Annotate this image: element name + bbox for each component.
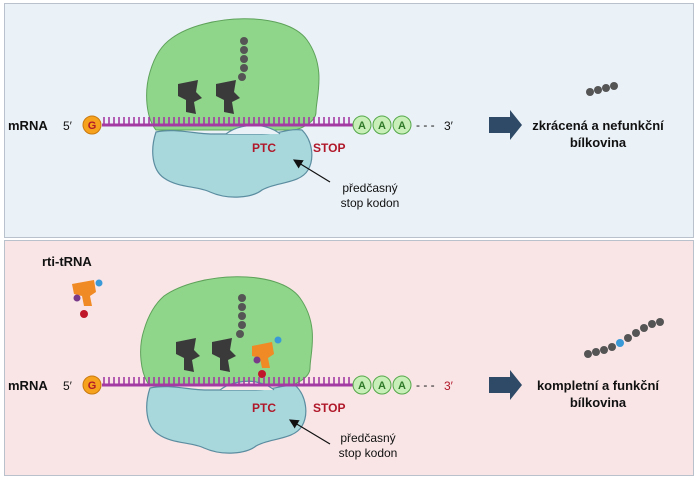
top-result-line2: bílkovina: [570, 135, 627, 150]
bottom-annotation-line1: předčasný: [340, 431, 395, 445]
svg-text:G: G: [88, 120, 97, 132]
top-nascent-peptide: [238, 37, 248, 81]
top-trna-dark-2: [216, 80, 240, 114]
top-ribosome-small-subunit: [152, 124, 313, 198]
bottom-stop-label: STOP: [313, 401, 345, 415]
svg-text:G: G: [88, 380, 97, 392]
top-annotation-line2: stop kodon: [341, 196, 400, 210]
bottom-ribosome-small-subunit: [146, 380, 307, 454]
top-result-line1: zkrácená a nefunkční: [532, 118, 664, 133]
top-annotation-arrow: [292, 159, 331, 183]
bottom-result-line2: bílkovina: [570, 395, 627, 410]
top-three-prime: 3′: [444, 119, 454, 133]
bottom-tail-dashes: - - -: [416, 378, 435, 392]
top-five-prime: 5′: [63, 119, 73, 133]
bottom-five-prime: 5′: [63, 379, 73, 393]
svg-text:A: A: [378, 380, 386, 392]
bottom-ptc-label: PTC: [252, 401, 276, 415]
bottom-three-prime: 3′: [444, 379, 454, 393]
top-short-peptide: [586, 82, 618, 96]
bottom-annotation-arrow: [288, 419, 331, 445]
bottom-nascent-peptide: [236, 294, 246, 338]
bottom-rti-trna-bound-icon: [252, 336, 282, 378]
bottom-full-peptide: [584, 318, 664, 358]
top-annotation-line1: předčasný: [342, 181, 397, 195]
bottom-mrna-label: mRNA: [8, 378, 48, 393]
svg-text:A: A: [358, 380, 366, 392]
top-result-arrow-icon: [489, 110, 522, 140]
bottom-annotation-line2: stop kodon: [339, 446, 398, 460]
free-rti-trna-icon: [72, 279, 103, 318]
top-mrna-label: mRNA: [8, 118, 48, 133]
bottom-trna-dark-1: [176, 338, 200, 372]
top-trna-dark-1: [178, 80, 202, 114]
svg-text:A: A: [398, 120, 406, 132]
top-cap-icon: G: [82, 115, 102, 135]
svg-text:A: A: [358, 120, 366, 132]
top-ptc-label: PTC: [252, 141, 276, 155]
bottom-result-line1: kompletní a funkční: [537, 378, 659, 393]
rti-trna-label: rti-tRNA: [42, 254, 92, 269]
svg-text:A: A: [378, 120, 386, 132]
top-tail-dashes: - - -: [416, 118, 435, 132]
svg-text:A: A: [398, 380, 406, 392]
bottom-result-arrow-icon: [489, 370, 522, 400]
bottom-polya-tail: A A A: [352, 375, 412, 395]
bottom-cap-icon: G: [82, 375, 102, 395]
top-polya-tail: A A A: [352, 115, 412, 135]
top-stop-label: STOP: [313, 141, 345, 155]
bottom-ribosome-large-subunit: [140, 276, 313, 387]
panel-with-rti-trna: [4, 240, 694, 476]
bottom-trna-dark-2: [212, 338, 236, 372]
